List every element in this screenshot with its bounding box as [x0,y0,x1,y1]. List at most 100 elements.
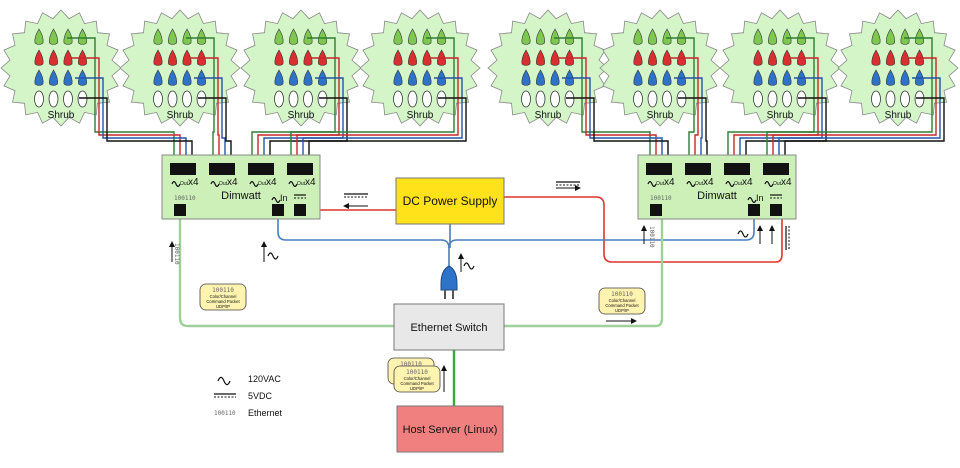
green-bulb-icon [78,28,87,45]
wires [178,196,783,406]
shrub: Shrub [837,9,959,127]
green-bulb-icon [648,28,657,45]
blue-bulb-icon [648,69,657,86]
shrub-label: Shrub [885,110,912,121]
blue-bulb-icon [550,69,560,86]
output-out-label: Out [773,181,782,187]
dc-in-port [770,204,782,216]
white-bulb-icon [196,90,207,108]
shrub-label: Shrub [167,110,194,121]
blue-bulb-icon [633,69,643,86]
output-count-label: x4 [664,177,675,188]
shrub-channel-wire [186,37,215,163]
dc-in-icon [770,194,782,199]
green-bulb-icon [437,28,446,45]
white-bulb-icon [885,90,896,108]
shrub-channel-wire [67,37,175,163]
red-bulb-icon [393,49,403,66]
green-bulb-icon [153,28,163,45]
ac-flow-icon [267,252,279,260]
red-bulb-icon [768,49,777,66]
shrub-channel-wire [558,57,657,163]
shrub-outline [240,9,362,127]
ac-wire-left [277,216,450,266]
shrub-channel-wire [766,37,933,163]
red-bulb-icon [648,49,657,66]
blue-bulb-icon [422,69,432,86]
shrub: Shrub [119,9,241,127]
white-bulb-icon [303,90,313,108]
output-port [287,163,313,175]
shrub-channel-wire [198,97,232,163]
output-out-label: Out [695,181,704,187]
blue-bulb-icon [153,69,163,86]
red-bulb-icon [408,49,417,66]
shrub-channel-wire [79,97,193,163]
output-port [248,163,274,175]
red-bulb-icon [168,49,177,66]
output-count-label: x4 [305,177,316,188]
green-bulb-icon [521,28,531,45]
packet-bits: 100110 [400,361,422,368]
output-out-label: Out [258,181,267,187]
power-supply-label: DC Power Supply [403,194,498,208]
shrub-channel-wire [194,77,226,163]
green-bulb-icon [408,28,417,45]
ethernet-bits-label: 100110 [174,195,196,202]
ethernet-wire-left [178,216,394,328]
output-port [724,163,750,175]
white-bulb-icon [753,90,763,108]
packet-card [598,287,646,315]
white-bulb-icon [274,90,284,108]
packet-line2: Command Packet [206,299,240,304]
green-bulb-icon [915,28,924,45]
legend-dc-icon [214,393,236,398]
signal-markers: 100110 100110 [169,181,790,392]
power-plug-icon [440,265,458,299]
red-bulb-icon [49,49,58,66]
red-bulb-icon [521,49,531,66]
shrub-outline [359,9,481,127]
packet-card [199,283,247,311]
green-bulb-icon [34,28,44,45]
blue-bulb-icon [408,69,417,86]
shrub-outline [487,9,609,127]
blue-bulb-icon [34,69,44,86]
white-bulb-icon [914,90,925,108]
shrub-channel-wire [772,57,937,163]
green-bulb-icon [900,28,910,45]
output-port [209,163,235,175]
white-bulb-icon [676,90,687,108]
shrub-channel-wire [670,57,699,163]
blue-bulb-icon [49,69,58,86]
shrub: Shrub [240,9,362,127]
ethernet-switch: Ethernet Switch [393,303,505,351]
shrub-outline [599,9,721,127]
output-port [763,163,789,175]
shrub-channel-wire [674,77,703,163]
ac-in-port [748,204,760,216]
output-out-label: Out [219,181,228,187]
green-bulb-icon [550,28,560,45]
output-ac-icon [764,181,774,187]
blue-bulb-icon [782,69,792,86]
blue-bulb-icon [521,69,531,86]
green-bulb-icon [782,28,792,45]
packet-line3: UDP/IP [615,308,629,313]
green-bulb-icon [318,28,327,45]
green-bulb-icon [168,28,177,45]
shrub-outline [719,9,841,127]
green-bulb-icon [886,28,895,45]
white-bulb-icon [535,90,546,108]
green-bulb-icon [797,28,806,45]
output-count-label: x4 [781,177,792,188]
white-bulb-icon [288,90,299,108]
packet-line3: UDP/IP [410,386,424,391]
output-out-label: Out [297,181,306,187]
output-count-label: x4 [188,177,199,188]
white-bulb-icon [767,90,778,108]
legend-ac-icon [217,376,231,386]
dc-in-port [294,204,306,216]
